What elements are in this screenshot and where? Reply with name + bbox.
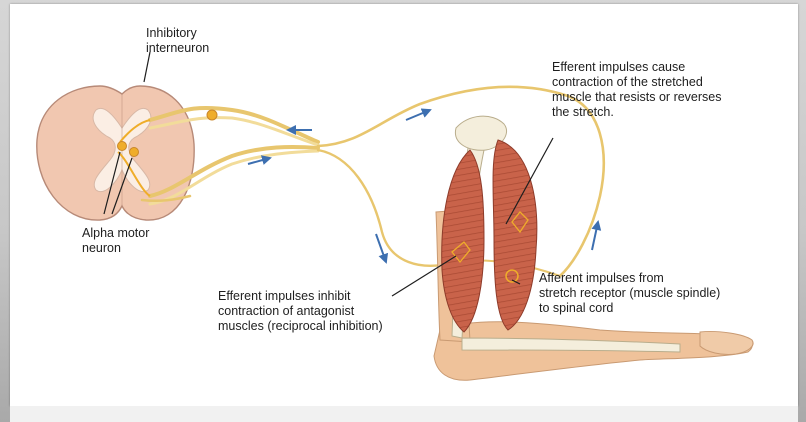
muscle-spindle — [505, 269, 519, 283]
label-efferent-inhibit: Efferent impulses inhibit contraction of… — [218, 289, 383, 333]
arrow-nerve-left — [375, 233, 389, 264]
leader-lines — [103, 51, 554, 297]
label-inhibitory-interneuron: Inhibitory interneuron — [146, 26, 210, 55]
biceps-muscle — [492, 139, 538, 331]
alpha-motor-neuron-body-1 — [117, 141, 127, 151]
label-alpha-motor-neuron: Alpha motor neuron — [82, 226, 150, 255]
bottom-strip — [10, 406, 798, 422]
neurons — [117, 109, 218, 197]
nerve-to-muscle — [316, 85, 606, 278]
arm-illustration — [433, 115, 754, 381]
arrow-nerve-top — [405, 108, 432, 121]
forearm-bones — [461, 337, 681, 353]
shoulder-bone — [454, 115, 508, 151]
alpha-motor-neuron-body-2 — [129, 147, 139, 157]
arrow-nerve-right — [591, 220, 602, 251]
nerve-branch-antagonist — [316, 148, 458, 267]
arrow-afferent-bottom — [247, 155, 272, 165]
triceps-muscle — [441, 149, 485, 333]
impulse-direction-arrows — [247, 108, 602, 264]
hand — [699, 331, 754, 355]
label-afferent-spindle: Afferent impulses from stretch receptor … — [539, 271, 721, 315]
inhibitory-interneuron-body — [206, 109, 218, 121]
label-efferent-contraction: Efferent impulses cause contraction of t… — [552, 60, 722, 119]
